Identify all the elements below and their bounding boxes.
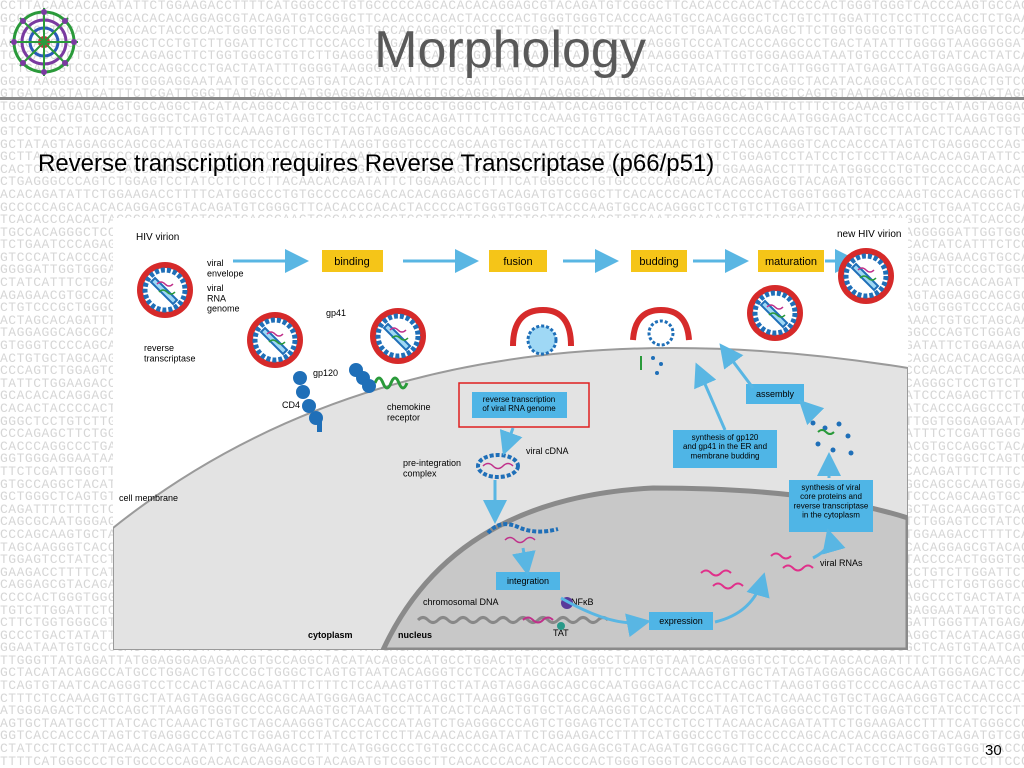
label-cd4: CD4 [282, 400, 300, 410]
label-viral-rnas: viral RNAs [820, 558, 863, 568]
hiv-lifecycle-diagram: binding fusion budding maturation [113, 218, 908, 650]
stage-budding: budding [631, 250, 687, 272]
page-number: 30 [985, 742, 1002, 759]
svg-text:expression: expression [659, 616, 703, 626]
box-assembly: assembly [746, 384, 804, 404]
label-tat: TAT [553, 628, 569, 638]
stage-binding: binding [322, 250, 383, 272]
box-integration: integration [496, 572, 560, 590]
cd4-receptor [293, 371, 323, 432]
pre-integration-complex-icon [476, 453, 520, 479]
budding-particle [640, 356, 663, 375]
svg-text:binding: binding [334, 256, 369, 268]
label-nucleus: nucleus [398, 630, 432, 640]
fusing-virion [370, 308, 426, 364]
stage-maturation: maturation [758, 250, 824, 272]
svg-text:fusion: fusion [503, 256, 532, 268]
svg-text:integration: integration [507, 576, 549, 586]
label-hiv-virion: HIV virion [136, 232, 179, 243]
title-divider [0, 97, 1024, 100]
new-hiv-virion [838, 248, 894, 304]
bound-virion [247, 312, 303, 368]
chromosomal-dna-strand [416, 616, 610, 624]
label-gp41: gp41 [326, 308, 346, 318]
box-expression: expression [649, 612, 713, 630]
label-viral-cdna: viral cDNA [526, 446, 569, 456]
mature-virion [747, 285, 803, 341]
label-chromosomal-dna: chromosomal DNA [423, 597, 499, 607]
label-gp120: gp120 [313, 368, 338, 378]
virus-logo-icon [8, 6, 80, 78]
slide-subtitle: Reverse transcription requires Reverse T… [38, 150, 715, 177]
svg-text:assembly: assembly [756, 389, 795, 399]
highlight-rectangle [458, 382, 590, 428]
chemokine-receptor [373, 376, 409, 390]
label-new-hiv-virion: new HIV virion [837, 229, 901, 240]
label-nfkb: NFκB [571, 597, 594, 607]
label-cytoplasm: cytoplasm [308, 630, 353, 640]
stage-fusion: fusion [489, 250, 547, 272]
slide-title: Morphology [374, 21, 646, 79]
label-cell-membrane: cell membrane [119, 493, 178, 503]
hiv-virion [137, 262, 193, 318]
svg-text:maturation: maturation [765, 256, 817, 268]
svg-text:budding: budding [639, 256, 678, 268]
integrating-cdna-icon [486, 522, 559, 544]
viral-rnas-icon [700, 552, 814, 590]
